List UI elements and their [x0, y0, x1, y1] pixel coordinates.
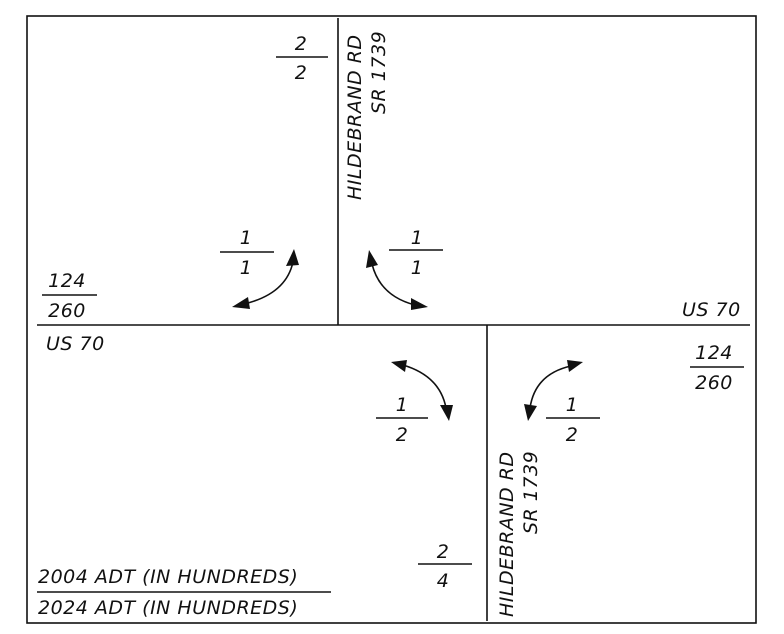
east-leg-volume-2024: 260 [695, 372, 733, 394]
south-leg-volume-2004: 2 [437, 541, 450, 563]
diagram-border [26, 15, 757, 624]
us70-label-east: US 70 [682, 299, 741, 321]
sw-turn-volume-2004: 1 [396, 394, 409, 416]
south-leg-volume: 2 4 [418, 541, 472, 592]
nw-turn-volume-2004: 1 [240, 227, 253, 249]
sw-turn-volume-2024: 2 [396, 424, 409, 446]
se-turn-arrow [524, 360, 583, 421]
us70-label-west: US 70 [46, 333, 105, 355]
hildebrand-north-name-label: HILDEBRAND RD [344, 34, 366, 200]
west-leg-volume-2024: 260 [48, 300, 86, 322]
nw-turn-volume: 1 1 [220, 227, 274, 279]
ne-turn-arrow [366, 250, 428, 310]
se-turn-volume-2004: 1 [566, 394, 579, 416]
legend-2024-label: 2024 ADT (IN HUNDREDS) [38, 597, 298, 619]
hildebrand-north-route-label: SR 1739 [368, 31, 390, 114]
ne-turn-volume-2024: 1 [411, 257, 424, 279]
se-turn-volume: 1 2 [546, 394, 600, 446]
hildebrand-south-name-label: HILDEBRAND RD [496, 451, 518, 617]
sw-turn-volume: 1 2 [376, 394, 428, 446]
legend: 2004 ADT (IN HUNDREDS) 2024 ADT (IN HUND… [37, 566, 331, 619]
south-leg-volume-2024: 4 [437, 570, 450, 592]
legend-2004-label: 2004 ADT (IN HUNDREDS) [38, 566, 298, 588]
west-leg-volume: 124 260 [42, 270, 97, 322]
north-leg-volume-2024: 2 [295, 62, 308, 84]
ne-turn-volume-2004: 1 [411, 227, 424, 249]
north-leg-volume: 2 2 [276, 33, 328, 84]
east-leg-volume: 124 260 [690, 342, 744, 394]
hildebrand-south-route-label: SR 1739 [520, 451, 542, 534]
se-turn-volume-2024: 2 [566, 424, 579, 446]
sw-turn-arrow [391, 360, 453, 421]
nw-turn-arrow [232, 249, 299, 309]
north-leg-volume-2004: 2 [295, 33, 308, 55]
west-leg-volume-2004: 124 [48, 270, 86, 292]
nw-turn-volume-2024: 1 [240, 257, 253, 279]
ne-turn-volume: 1 1 [389, 227, 443, 279]
east-leg-volume-2004: 124 [695, 342, 733, 364]
